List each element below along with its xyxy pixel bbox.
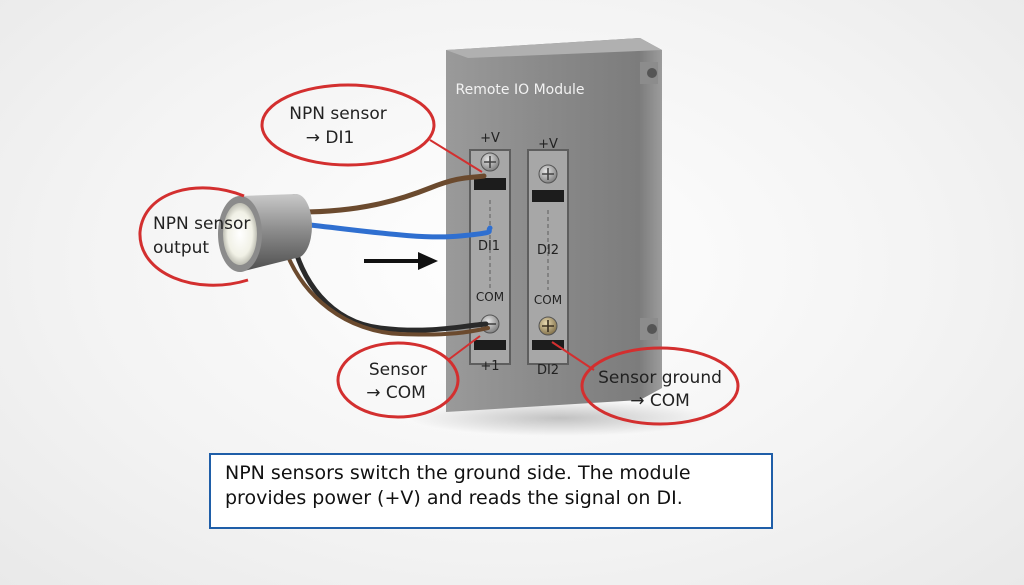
terminal-slot-1-top: [474, 178, 506, 190]
wire-black: [289, 233, 489, 333]
callout-leader: [429, 139, 483, 173]
callout-sensor-com-line1: Sensor: [369, 360, 427, 380]
screw-slot-icon: [542, 320, 554, 332]
terminal-column-1: +V DI1 COM +1: [469, 131, 511, 374]
callout-npn-output: NPN sensor output: [138, 186, 250, 287]
callout-npn-di1-line2: → DI1: [306, 128, 355, 148]
terminal-slot-1-bottom: [474, 340, 506, 350]
terminal-2-bottom-label: DI2: [537, 363, 559, 378]
caption-box: NPN sensors switch the ground side. The …: [209, 453, 773, 529]
terminal-slot-2-bottom: [532, 340, 564, 350]
wire-blue: [297, 221, 493, 240]
sensor-face: [223, 203, 257, 265]
npn-sensor: [218, 194, 312, 272]
terminal-slot-2-top: [532, 190, 564, 202]
wire-brown-2: [280, 238, 490, 337]
caption-line-1: NPN sensors switch the ground side. The …: [225, 462, 691, 484]
callout-npn-di1: NPN sensor → DI1: [260, 83, 483, 173]
wire-brown: [297, 173, 487, 215]
terminal-1-com-label: COM: [476, 290, 504, 304]
terminal-1-di-label: DI1: [478, 239, 500, 254]
module-top-edge: [446, 38, 662, 58]
screw-slot-icon: [484, 156, 496, 168]
caption-line-2: provides power (+V) and reads the signal…: [225, 487, 683, 509]
sensor-wires: [280, 173, 493, 337]
terminal-2-top-label: +V: [538, 137, 558, 152]
terminal-1-bottom-label: +1: [480, 359, 499, 374]
callout-leader: [551, 341, 595, 371]
callout-sensor-ground: Sensor ground → COM: [551, 341, 740, 426]
callout-leader: [447, 335, 481, 361]
terminal-column-2: +V DI2 COM DI2: [527, 137, 569, 378]
module-side-face: [640, 38, 662, 400]
callout-sensor-com: Sensor → COM: [336, 335, 481, 419]
signal-arrow-icon: [364, 252, 438, 270]
callout-sensor-ground-line2: → COM: [630, 391, 690, 411]
terminal-2-di-label: DI2: [537, 243, 559, 258]
din-clip-hole-top: [647, 68, 657, 78]
callout-npn-di1-line1: NPN sensor: [289, 104, 386, 124]
callout-sensor-ground-line1: Sensor ground: [598, 368, 722, 388]
callout-npn-output-line1: NPN sensor: [153, 214, 250, 234]
terminal-2-com-label: COM: [534, 293, 562, 307]
module-title: Remote IO Module: [456, 82, 585, 98]
screw-slot-icon: [542, 168, 554, 180]
callout-sensor-com-line2: → COM: [366, 383, 426, 403]
din-clip-hole-bottom: [647, 324, 657, 334]
callout-npn-output-line2: output: [153, 238, 209, 258]
terminal-1-top-label: +V: [480, 131, 500, 146]
remote-io-module: Remote IO Module +V DI1 COM +1: [446, 38, 662, 412]
